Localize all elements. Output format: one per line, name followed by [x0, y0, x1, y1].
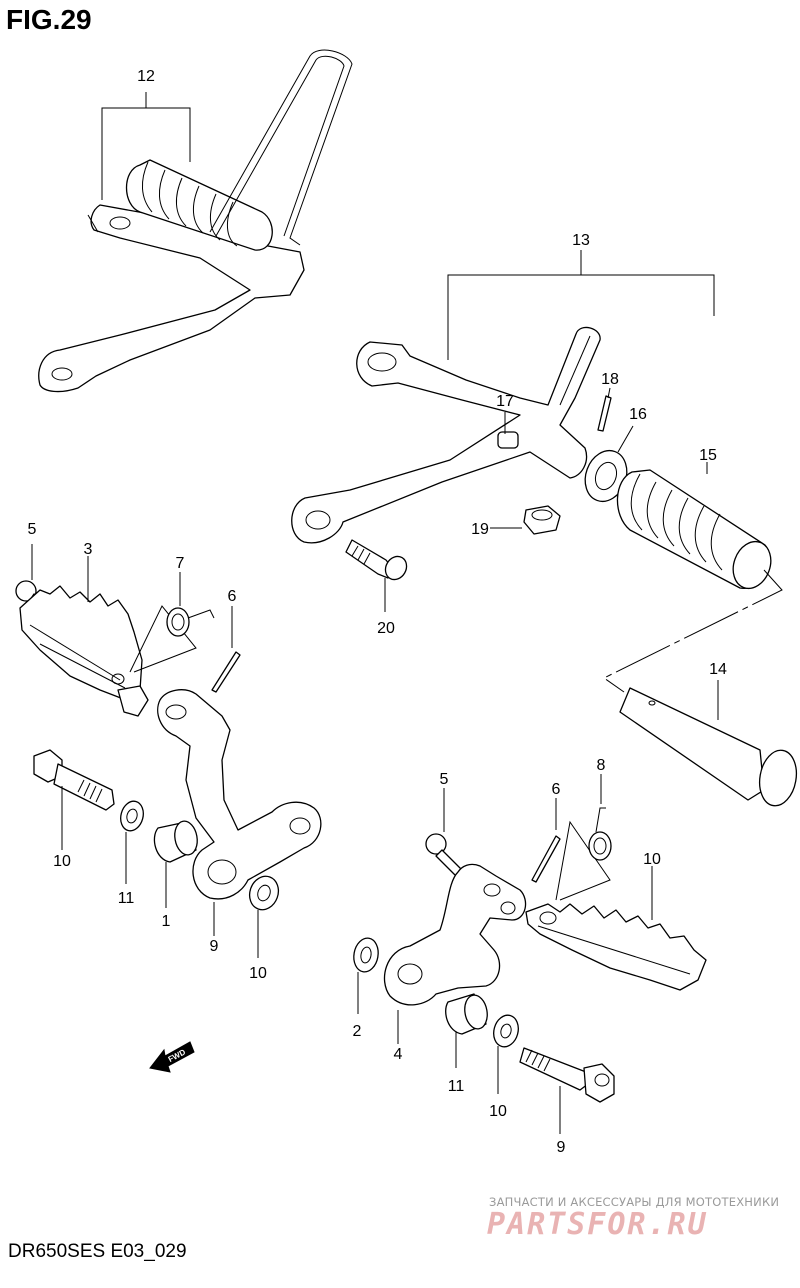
callout-10b: 10 — [249, 965, 267, 982]
part-9-bolt-right: 9 — [519, 1047, 615, 1156]
part-10-washer-left-a: 11 — [118, 800, 144, 907]
part-11-collar-right: 11 — [445, 993, 488, 1095]
callout-18: 18 — [601, 371, 619, 388]
part-6-cotter-pin-left: 6 — [211, 588, 241, 693]
part-16-washer: 16 — [584, 406, 647, 503]
part-2-bracket: 4 — [383, 863, 527, 1063]
callout-2: 4 — [394, 1046, 403, 1063]
part-17-pin-head — [497, 431, 519, 449]
part-12-rear-footrest-assembly — [38, 49, 353, 393]
part-7-spring-left: 7 — [129, 555, 215, 673]
callout-8: 8 — [597, 757, 606, 774]
callout-17: 17 — [496, 393, 514, 410]
part-10-washer-right-b: 10 — [489, 1014, 519, 1120]
callout-5a: 5 — [28, 521, 37, 538]
callout-12-bracket: 12 — [101, 68, 191, 200]
part-15-footrest-rubber: 15 — [616, 447, 772, 590]
callout-19: 19 — [471, 521, 489, 538]
part-8-spring-right: 8 — [555, 757, 612, 901]
callout-11a: 1 — [162, 913, 171, 930]
part-10-washer-right-a: 2 — [353, 937, 379, 1040]
callout-9b: 9 — [557, 1139, 566, 1156]
callout-13: 13 — [572, 232, 590, 249]
part-19-nut: 19 — [471, 505, 561, 538]
callout-11b: 11 — [448, 1078, 465, 1095]
figure-code: DR650SES E03_029 — [8, 1241, 187, 1262]
callout-10d: 10 — [489, 1103, 507, 1120]
part-20-bolt: 20 — [345, 539, 408, 637]
callout-4: 10 — [643, 851, 661, 868]
callout-6a: 6 — [228, 588, 237, 605]
part-6-cotter-pin-right: 6 — [531, 781, 561, 883]
callout-7: 7 — [176, 555, 185, 572]
part-18-cotter-pin: 18 — [597, 371, 619, 432]
callout-12: 12 — [137, 68, 155, 85]
footrest-rubber-12 — [126, 159, 273, 251]
part-4-footpeg-right: 10 — [525, 851, 707, 991]
callout-1: 9 — [210, 938, 219, 955]
part-14-pin: 14 — [603, 569, 798, 807]
callout-10a: 11 — [118, 890, 135, 907]
fwd-arrow-icon: FWD — [149, 1041, 195, 1073]
callout-6b: 6 — [552, 781, 561, 798]
callout-15: 15 — [699, 447, 717, 464]
part-13-footrest-bracket — [291, 326, 601, 544]
part-10-washer-left-b: 10 — [248, 875, 280, 982]
figure-title: FIG.29 — [6, 4, 92, 35]
callout-3: 3 — [84, 541, 93, 558]
callout-20: 20 — [377, 620, 395, 637]
callout-13-bracket: 13 — [447, 232, 715, 360]
callout-17-group: 17 — [496, 393, 514, 434]
watermark-tagline: ЗАПЧАСТИ И АКСЕССУАРЫ ДЛЯ МОТОТЕХНИКИ — [489, 1195, 780, 1209]
part-3-footpeg-left: 3 — [19, 541, 149, 717]
part-11-collar-left: 1 — [153, 820, 198, 930]
part-9-bolt-left: 10 — [33, 749, 115, 870]
part-1-bracket: 9 — [157, 689, 322, 955]
callout-5b: 5 — [440, 771, 449, 788]
callout-16: 16 — [629, 406, 647, 423]
callout-10c: 2 — [353, 1023, 362, 1040]
callout-9a: 10 — [53, 853, 71, 870]
watermark-logo: PARTSFOR.RU — [487, 1207, 708, 1242]
callout-14: 14 — [709, 661, 727, 678]
